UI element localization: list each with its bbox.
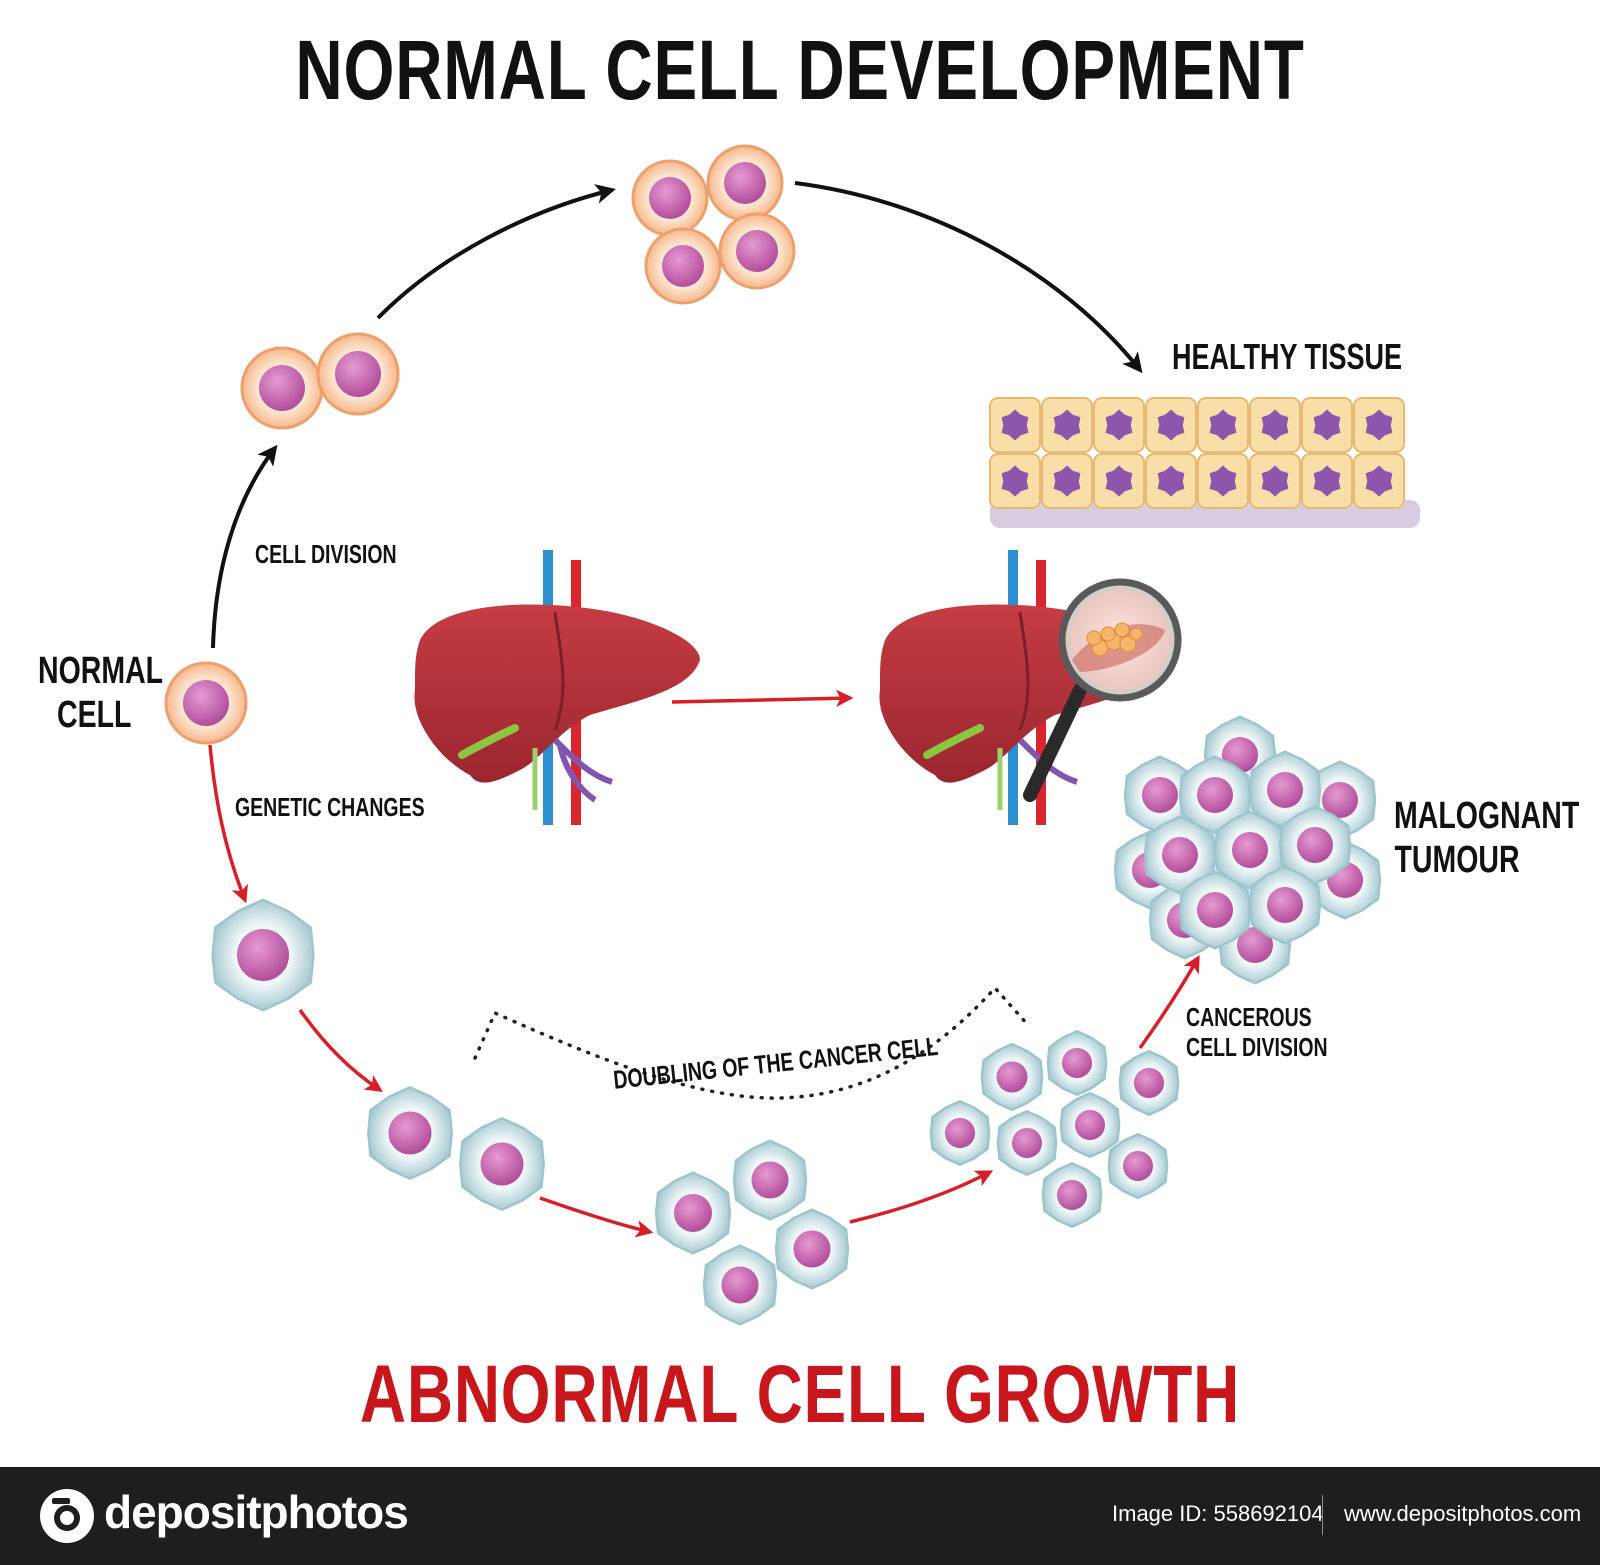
title-normal-cell-development: NORMAL CELL DEVELOPMENT — [295, 23, 1305, 117]
arrow-cell-division — [211, 444, 278, 649]
tissue-cell — [1249, 453, 1301, 509]
tissue-cell — [1093, 453, 1145, 509]
cancer-cell-11 — [1118, 1049, 1180, 1117]
cancer-cell-4 — [654, 1171, 732, 1255]
tissue-cell — [989, 397, 1041, 453]
liver-healthy — [414, 550, 700, 825]
tumour-cell-14 — [1248, 865, 1322, 945]
tumour-cell-8 — [1178, 755, 1252, 835]
malignant-tumour-cluster — [1113, 715, 1382, 985]
two-cells — [240, 332, 400, 430]
tissue-cell — [1093, 397, 1145, 453]
arrow-cancer-step-3 — [849, 1170, 994, 1224]
tumour-cell-13 — [1178, 870, 1252, 950]
label-normal-cell-line1: NORMAL — [38, 650, 164, 692]
cancer-cell-3 — [459, 1117, 545, 1211]
arrows-abnormal-growth — [208, 689, 1200, 1238]
doubling-dotted-brace — [473, 985, 1030, 1100]
label-normal-cell-line2: CELL — [57, 693, 132, 736]
tissue-cell — [1145, 453, 1197, 509]
label-cancerous-line1: CANCEROUS — [1186, 1002, 1312, 1032]
arrow-to-four-cells — [376, 184, 616, 320]
diagram-artwork — [164, 144, 1420, 1326]
normal-cells — [164, 144, 796, 745]
healthy-tissue-block — [989, 397, 1420, 528]
watermark-footer: depositphotos Image ID: 558692104 www.de… — [0, 1467, 1600, 1565]
cancer-cell-9 — [980, 1042, 1044, 1112]
label-malignant-line2: TUMOUR — [1394, 838, 1520, 881]
cancer-cell-15 — [1041, 1161, 1103, 1229]
label-genetic-changes: GENETIC CHANGES — [235, 792, 425, 822]
tissue-cell — [1197, 453, 1249, 509]
tumour-cell-9 — [1248, 750, 1322, 830]
arrow-to-healthy-tissue — [794, 181, 1143, 374]
label-cell-division: CELL DIVISION — [255, 539, 397, 569]
arrow-cancer-step-1 — [298, 1008, 383, 1092]
image-id: Image ID: 558692104 — [1112, 1501, 1324, 1526]
tissue-cell — [1197, 397, 1249, 453]
cancer-cell-8 — [929, 1099, 991, 1167]
arrow-cancer-step-2 — [539, 1196, 654, 1238]
label-cancerous-line2: CELL DIVISION — [1186, 1031, 1328, 1062]
normal-cell-start — [164, 661, 248, 745]
label-healthy-tissue: HEALTHY TISSUE — [1172, 336, 1403, 377]
arrow-liver-to-liver — [671, 689, 854, 708]
tissue-cell — [989, 453, 1041, 509]
cancer-cell-1 — [211, 898, 315, 1012]
footer-divider — [1322, 1495, 1323, 1535]
tissue-cell — [1145, 397, 1197, 453]
title-abnormal-cell-growth: ABNORMAL CELL GROWTH — [359, 1349, 1241, 1440]
cancer-cell-6 — [774, 1208, 850, 1290]
tissue-cell — [1041, 453, 1093, 509]
tumour-cell-12 — [1278, 805, 1352, 885]
tissue-cell — [1353, 453, 1405, 509]
cancer-cell-12 — [996, 1109, 1058, 1177]
four-cells — [631, 144, 796, 305]
label-normal-cell: NORMAL CELL — [38, 650, 164, 737]
cancer-cell-7 — [702, 1244, 778, 1326]
arrow-genetic-changes — [208, 744, 248, 904]
label-malignant-line1: MALOGNANT — [1394, 795, 1580, 837]
brand-name: depositphotos — [104, 1486, 409, 1538]
cancer-cell-2 — [367, 1086, 453, 1180]
cancer-cell-10 — [1046, 1029, 1108, 1097]
site-url[interactable]: www.depositphotos.com — [1344, 1501, 1582, 1526]
cancer-cells — [211, 898, 1180, 1326]
cancer-cell-13 — [1059, 1091, 1121, 1159]
label-malignant-tumour: MALOGNANT TUMOUR — [1394, 795, 1580, 882]
tissue-cell — [1353, 397, 1405, 453]
tissue-cell — [1041, 397, 1093, 453]
tissue-cell — [1249, 397, 1301, 453]
arrows-normal-development — [211, 181, 1143, 649]
cancer-cell-5 — [732, 1139, 808, 1221]
tissue-cell — [1301, 397, 1353, 453]
tissue-cell — [1301, 453, 1353, 509]
depositphotos-logo-icon — [40, 1489, 94, 1543]
arrow-cancerous-division — [1138, 954, 1200, 1050]
label-cancerous-cell-division: CANCEROUS CELL DIVISION — [1186, 1002, 1328, 1063]
tumour-cell-11 — [1213, 810, 1287, 890]
magnifying-glass-icon — [1023, 578, 1182, 802]
cancer-cell-14 — [1107, 1132, 1169, 1200]
